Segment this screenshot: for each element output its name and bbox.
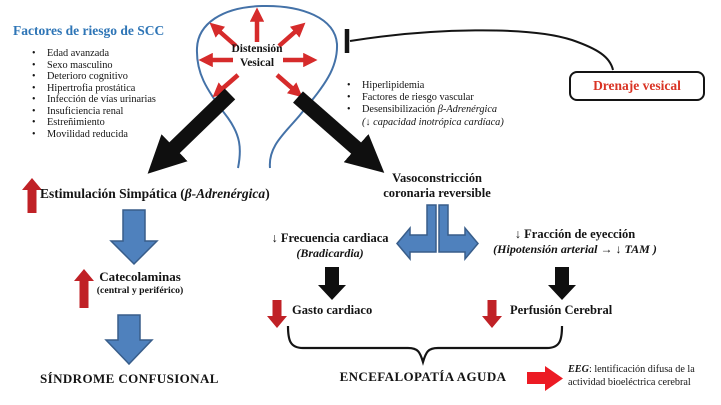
hipotension-label: (Hipotensión arterial → ↓ TAM ) xyxy=(493,242,657,256)
desensibilizacion-text: Desensibilización xyxy=(362,104,438,116)
estimulacion-suffix: ) xyxy=(265,186,270,201)
bladder-label-line2: Vesical xyxy=(239,57,275,70)
bladder-outline-icon xyxy=(195,4,339,169)
risk-factors-title: Factores de riesgo de SCC xyxy=(13,23,165,38)
brace-icon xyxy=(286,325,564,366)
list-item: Sexo masculino xyxy=(30,60,220,72)
list-item: (↓ capacidad inotrópica cardíaca) xyxy=(362,116,504,128)
fraccion-eyeccion-block: ↓ Fracción de eyección (Hipotensión arte… xyxy=(477,227,673,257)
list-item: Movilidad reducida xyxy=(30,129,220,141)
drenaje-vesical-box: Drenaje vesical xyxy=(569,71,705,101)
sindrome-confusional-label: SÍNDROME CONFUSIONAL xyxy=(40,371,219,386)
bradicardia-label: (Bradicardia) xyxy=(296,246,364,260)
black-arrow-right-icon xyxy=(293,91,385,173)
perfusion-cerebral-label: Perfusión Cerebral xyxy=(510,303,613,317)
blue-down-arrow-1-icon xyxy=(109,209,159,266)
catecolaminas-block: Catecolaminas (central y periférico) xyxy=(85,269,195,296)
eeg-right-arrow-icon xyxy=(527,366,563,391)
distension-arrows-icon xyxy=(198,7,318,98)
vascular-factors-list: Hiperlipidemia Factores de riesgo vascul… xyxy=(345,80,575,129)
beta-adrenergica-text: β-Adrenérgica xyxy=(437,104,498,116)
inhibition-connector-icon xyxy=(344,29,614,71)
black-down-arrow-right-icon xyxy=(548,267,576,300)
vasoconstriccion-block: Vasoconstricción coronaria reversible xyxy=(368,171,506,201)
estimulacion-prefix: Estimulación Simpática ( xyxy=(40,186,185,201)
red-up-arrow-catecolaminas-icon xyxy=(74,269,94,308)
frecuencia-cardiaca-label: ↓ Frecuencia cardiaca xyxy=(271,231,389,245)
list-item: Hiperlipidemia xyxy=(345,80,575,92)
black-down-arrow-left-icon xyxy=(318,267,346,300)
bladder-label-line1: Distensión xyxy=(231,43,283,55)
list-item: Deterioro cognitivo xyxy=(30,71,220,83)
estimulacion-simpatica-label: Estimulación Simpática (β-Adrenérgica) xyxy=(40,186,270,202)
vasoconstriccion-line1: Vasoconstricción xyxy=(392,171,482,185)
list-item: Insuficiencia renal xyxy=(30,106,220,118)
frecuencia-cardiaca-block: ↓ Frecuencia cardiaca (Bradicardia) xyxy=(260,231,400,261)
encefalopatia-aguda-label: ENCEFALOPATÍA AGUDA xyxy=(339,369,507,384)
red-down-arrow-perfusion-icon xyxy=(482,300,502,328)
red-up-arrow-estimulacion-icon xyxy=(22,178,42,213)
bladder-label: Distensión Vesical xyxy=(212,42,302,71)
gasto-cardiaco-label: Gasto cardiaco xyxy=(292,303,373,317)
blue-split-arrow-icon xyxy=(396,204,479,262)
vasoconstriccion-line2: coronaria reversible xyxy=(383,186,491,200)
list-item: Factores de riesgo vascular xyxy=(345,92,575,104)
estimulacion-italic: β-Adrenérgica xyxy=(184,186,266,201)
eeg-note: EEG: lentificación difusa de la activida… xyxy=(568,363,720,390)
list-item: Desensibilización β-Adrenérgica xyxy=(345,104,575,116)
fraccion-eyeccion-label: ↓ Fracción de eyección xyxy=(514,227,636,241)
list-item: Estreñimiento xyxy=(30,117,220,129)
catecolaminas-sub-label: (central y periférico) xyxy=(96,285,184,296)
red-down-arrow-gasto-icon xyxy=(267,300,287,328)
catecolaminas-label: Catecolaminas xyxy=(99,269,181,284)
list-item: Hipertrofia prostática xyxy=(30,83,220,95)
risk-factors-list: Edad avanzada Sexo masculino Deterioro c… xyxy=(30,48,220,140)
list-item: Edad avanzada xyxy=(30,48,220,60)
eeg-text: : lentificación difusa de la actividad b… xyxy=(568,364,695,389)
list-item: Infección de vías urinarias xyxy=(30,94,220,106)
blue-down-arrow-2-icon xyxy=(104,314,154,366)
eeg-bold: EEG xyxy=(568,364,589,375)
